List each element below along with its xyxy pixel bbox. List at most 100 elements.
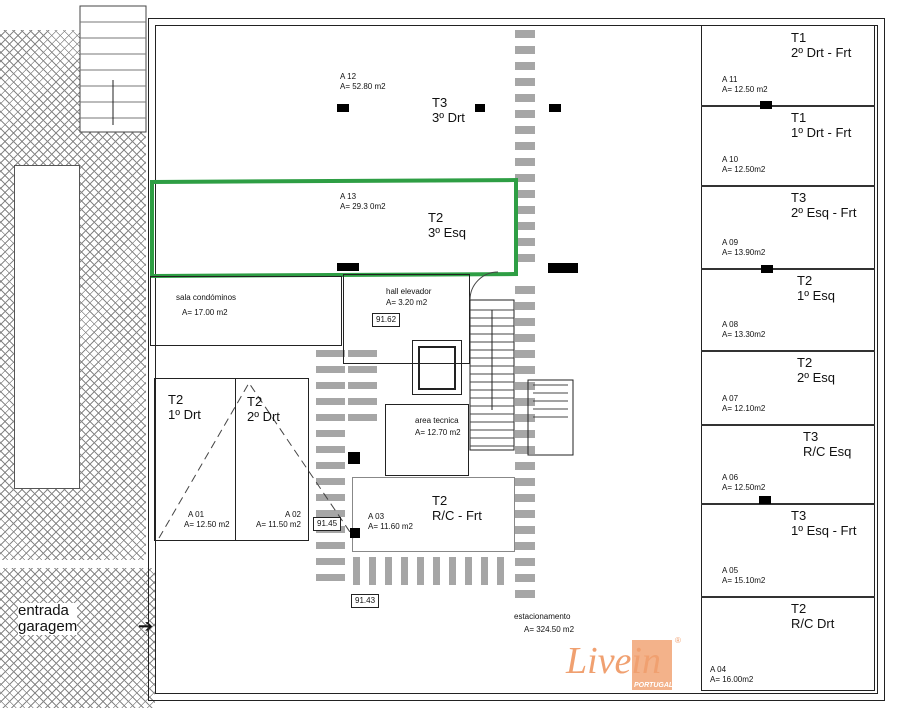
parking-stripe [348,350,377,357]
unit-id: A 10 [722,155,739,164]
level-marker: 91.62 [372,313,401,327]
unit-a02 [235,378,309,541]
unit-id: A 08 [722,320,739,329]
logo-box [632,640,672,690]
parking-stripe [316,510,345,517]
parking-stripe [515,62,535,70]
unit-id: A 11 [722,75,738,84]
unit-area: A= 13.30m2 [722,330,766,339]
interior-stairs [469,271,574,456]
registered-icon: ® [675,636,681,645]
parking-stripe [316,574,345,581]
entrance-arrow-icon: ➔ [138,616,154,636]
elevator-cabin [418,346,456,390]
unit-type: T2 [168,392,184,407]
hall-area: A= 3.20 m2 [386,298,428,307]
parking-stripe [515,302,535,310]
unit-id: A 06 [722,473,739,482]
unit-type: T3 [791,508,807,523]
unit-floor: 1º Esq [797,288,835,303]
unit-type: T3 [803,429,819,444]
unit-area: A= 13.90m2 [722,248,766,257]
unit-type: T2 [797,273,813,288]
unit-type: T3 [432,95,448,110]
parking-stripe [316,446,345,453]
unit-type: T2 [797,355,813,370]
parking-stripe [515,382,535,390]
entrance-line1: entrada [18,602,69,619]
column-pillar [760,101,772,109]
parking-name: estacionamento [514,612,571,621]
unit-area: A= 12.50 m2 [722,85,768,94]
outer-wall [148,18,885,701]
parking-stripe [316,462,345,469]
unit-floor: R/C Drt [791,616,835,631]
unit-divider [701,503,875,505]
unit-floor: 3º Drt [432,110,465,125]
parking-stripe [515,494,535,502]
parking-stripe [385,557,392,585]
unit-type: T1 [791,30,807,45]
unit-area: A= 12.10m2 [722,404,766,413]
column-pillar [337,263,359,271]
parking-stripe [515,222,535,230]
parking-stripe [515,110,535,118]
unit-id: A 13 [340,192,357,201]
parking-stripe [515,46,535,54]
parking-stripe [515,78,535,86]
parking-stripe [353,557,360,585]
level-marker: 91.45 [313,517,342,531]
logo: Livein [566,640,661,682]
unit-floor: 1º Drt [168,407,201,422]
entrance-line2: garagem [18,618,78,635]
parking-stripe [515,190,535,198]
column-pillar [475,104,485,112]
parking-stripe [515,590,535,598]
unit-divider [701,350,875,352]
inner-wall [155,25,878,694]
parking-stripe [316,430,345,437]
parking-stripe [369,557,376,585]
logo-subtitle: PORTUGAL [634,682,674,689]
parking-stripe [515,446,535,454]
room-area-tecnica [385,404,469,476]
parking-stripe [316,398,345,405]
parking-stripe [515,526,535,534]
unit-id: A 02 [284,510,301,519]
parking-stripe [348,398,377,405]
parking-stripe [515,478,535,486]
unit-id: A 01 [188,510,205,519]
unit-floor: 2º Esq - Frt [791,205,857,220]
exterior-strip [14,165,80,489]
right-units-column [701,25,875,691]
parking-stripe [515,542,535,550]
parking-stripe [515,142,535,150]
unit-type: T3 [791,190,807,205]
unit-floor: 1º Drt - Frt [791,125,852,140]
column-pillar [549,104,561,112]
parking-stripe [449,557,456,585]
unit-divider [701,185,875,187]
column-pillar [348,452,360,464]
parking-stripe [515,334,535,342]
unit-area: A= 52.80 m2 [340,82,386,91]
parking-stripe [515,30,535,38]
parking-stripe [515,350,535,358]
column-pillar [759,496,771,504]
unit-floor: 2º Drt [247,409,280,424]
parking-stripe [348,414,377,421]
